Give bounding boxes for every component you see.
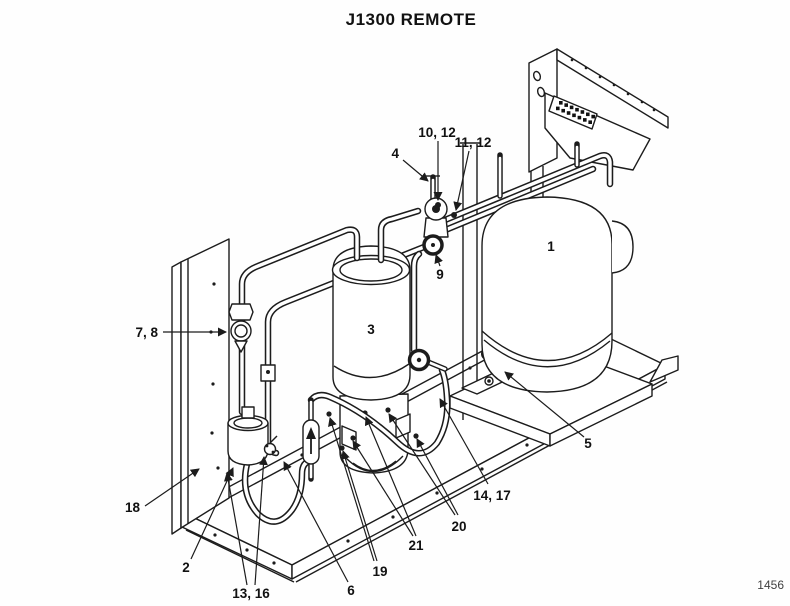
callout-2: 2 bbox=[182, 560, 190, 575]
callout-1: 1 bbox=[547, 239, 555, 254]
callout-20: 20 bbox=[451, 519, 466, 534]
callout-4: 4 bbox=[391, 146, 399, 161]
callout-3: 3 bbox=[367, 322, 375, 337]
tank-outlet-pipe bbox=[410, 250, 423, 354]
callout-9: 9 bbox=[436, 267, 444, 282]
callout-labels: 1 3 4 10, 12 11, 12 9 7, 8 18 2 13, 16 6… bbox=[125, 125, 592, 601]
panel-holes bbox=[209, 282, 220, 470]
callout-13-16: 13, 16 bbox=[232, 586, 270, 601]
mounting-strap-right bbox=[395, 413, 411, 439]
bracket-screws bbox=[570, 58, 656, 112]
base-end-tab bbox=[649, 355, 679, 383]
compressor bbox=[449, 196, 653, 447]
discharge-pipes bbox=[439, 141, 614, 235]
u-trap-pipe bbox=[241, 457, 315, 525]
valve-assembly bbox=[422, 174, 457, 256]
compressor-shell bbox=[481, 196, 613, 393]
callout-5: 5 bbox=[584, 436, 592, 451]
mounting-bracket bbox=[528, 48, 669, 173]
diagram-title: J1300 REMOTE bbox=[346, 10, 477, 29]
receiver-tank bbox=[331, 245, 411, 401]
leader-lines bbox=[144, 141, 585, 586]
valve-stem bbox=[435, 202, 441, 208]
callout-19: 19 bbox=[372, 564, 387, 579]
terminal-block bbox=[548, 95, 598, 130]
valve-stem bbox=[451, 212, 457, 218]
inline-filter bbox=[302, 397, 320, 482]
sight-glass bbox=[228, 303, 254, 353]
filter-drier-drum bbox=[227, 406, 278, 466]
figure-number: 1456 bbox=[757, 578, 784, 592]
callout-10-12: 10, 12 bbox=[418, 125, 456, 140]
loop-pipe bbox=[307, 348, 451, 457]
callout-11-12: 11, 12 bbox=[455, 135, 492, 150]
callout-6: 6 bbox=[347, 583, 355, 598]
side-panel bbox=[171, 238, 230, 535]
callout-14-17: 14, 17 bbox=[473, 488, 511, 503]
suction-pipe bbox=[238, 207, 422, 416]
callout-7-8: 7, 8 bbox=[135, 325, 158, 340]
drum-top-fitting bbox=[241, 406, 255, 419]
callout-18: 18 bbox=[125, 500, 141, 515]
callout-21: 21 bbox=[408, 538, 424, 553]
flow-arrow-icon bbox=[306, 427, 316, 439]
terminal-cover bbox=[611, 220, 634, 274]
